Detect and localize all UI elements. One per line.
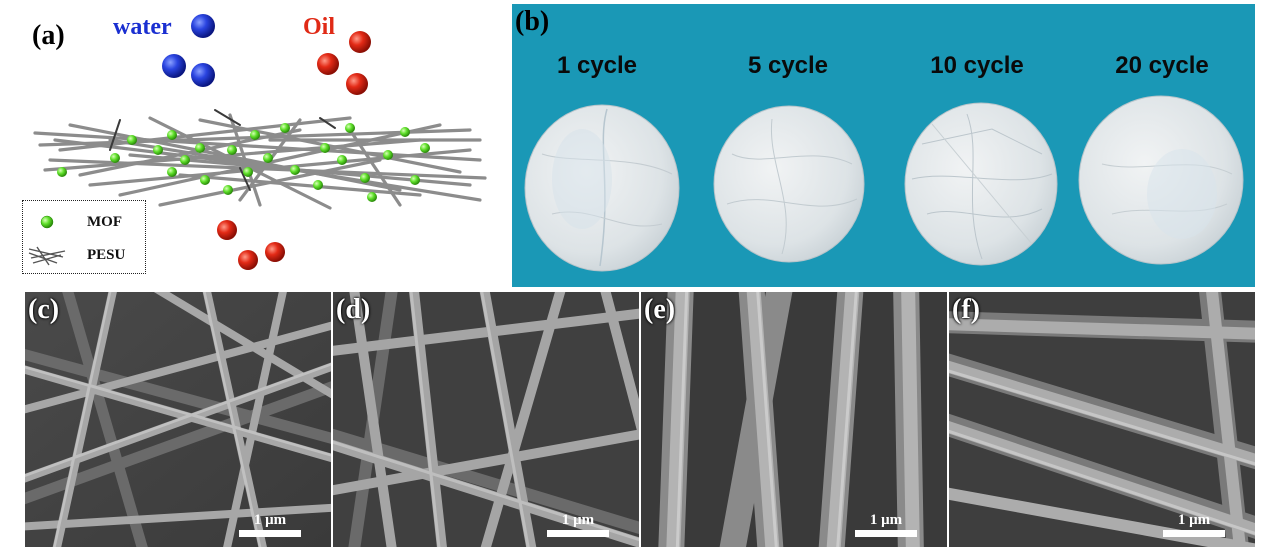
panel-a-label: (a)	[32, 20, 65, 51]
oil-droplet	[265, 242, 285, 262]
oil-droplet	[217, 220, 237, 240]
panel-d-label: (d)	[336, 294, 371, 325]
membrane-disc-10	[904, 102, 1058, 266]
cycle-label-20: 20 cycle	[1115, 52, 1209, 79]
scale-bar-line	[547, 530, 609, 537]
scale-bar-label: 1 μm	[253, 512, 287, 528]
panel-b-photo: (b) 1 cycle 5 cycle 10 cycle 20 cycle	[512, 4, 1255, 287]
pesu-fiber-mat	[33, 113, 487, 210]
oil-droplet	[238, 250, 258, 270]
scale-bar-f: 1 μm	[1163, 512, 1225, 537]
scale-bar-c: 1 μm	[239, 512, 301, 537]
scale-bar-label: 1 μm	[561, 512, 595, 528]
scale-bar-line	[1163, 530, 1225, 537]
cycle-label-1: 1 cycle	[556, 52, 638, 79]
scale-bar-line	[855, 530, 917, 537]
sem-image-c	[25, 292, 331, 547]
membrane-photo	[524, 95, 1244, 272]
panel-c-label: (c)	[28, 294, 60, 325]
mof-legend-icon	[40, 215, 54, 229]
panel-b-label: (b)	[515, 6, 550, 37]
water-droplets	[162, 14, 215, 87]
water-droplet	[191, 63, 215, 87]
pesu-legend-icon	[28, 246, 66, 266]
scale-bar-label: 1 μm	[869, 512, 903, 528]
panel-f-label: (f)	[952, 294, 980, 325]
oil-label: Oil	[303, 14, 336, 40]
scale-bar-label: 1 μm	[1177, 512, 1211, 528]
oil-droplet	[346, 73, 368, 95]
mof-legend-label: MOF	[87, 214, 122, 230]
scale-bar-e: 1 μm	[855, 512, 917, 537]
water-droplet	[191, 14, 215, 38]
water-label: water	[113, 14, 172, 40]
pesu-legend-label: PESU	[87, 247, 126, 263]
oil-droplets-bottom	[217, 220, 285, 270]
water-droplet	[162, 54, 186, 78]
panel-a-schematic: (a) water Oil	[0, 0, 508, 290]
sem-panel-e: (e) 1 μm	[641, 292, 947, 547]
membrane-disc-1	[524, 104, 680, 272]
schematic-drawing	[33, 14, 487, 270]
oil-droplets-top	[317, 31, 371, 95]
mof-particles	[57, 123, 430, 202]
sem-panel-c: (c) 1 μm	[25, 292, 331, 547]
cycle-label-5: 5 cycle	[747, 52, 829, 79]
sem-image-d	[333, 292, 639, 547]
cycle-label-10: 10 cycle	[930, 52, 1024, 79]
sem-panel-d: (d) 1 μm	[333, 292, 639, 547]
oil-droplet	[317, 53, 339, 75]
sem-image-f	[949, 292, 1255, 547]
panel-e-label: (e)	[644, 294, 676, 325]
membrane-disc-20	[1078, 95, 1244, 265]
scale-bar-line	[239, 530, 301, 537]
sem-panel-f: (f) 1 μm	[949, 292, 1255, 547]
membrane-disc-5	[713, 105, 865, 263]
legend-box: MOF PESU	[22, 200, 146, 274]
scale-bar-d: 1 μm	[547, 512, 609, 537]
oil-droplet	[349, 31, 371, 53]
sem-image-e	[641, 292, 947, 547]
